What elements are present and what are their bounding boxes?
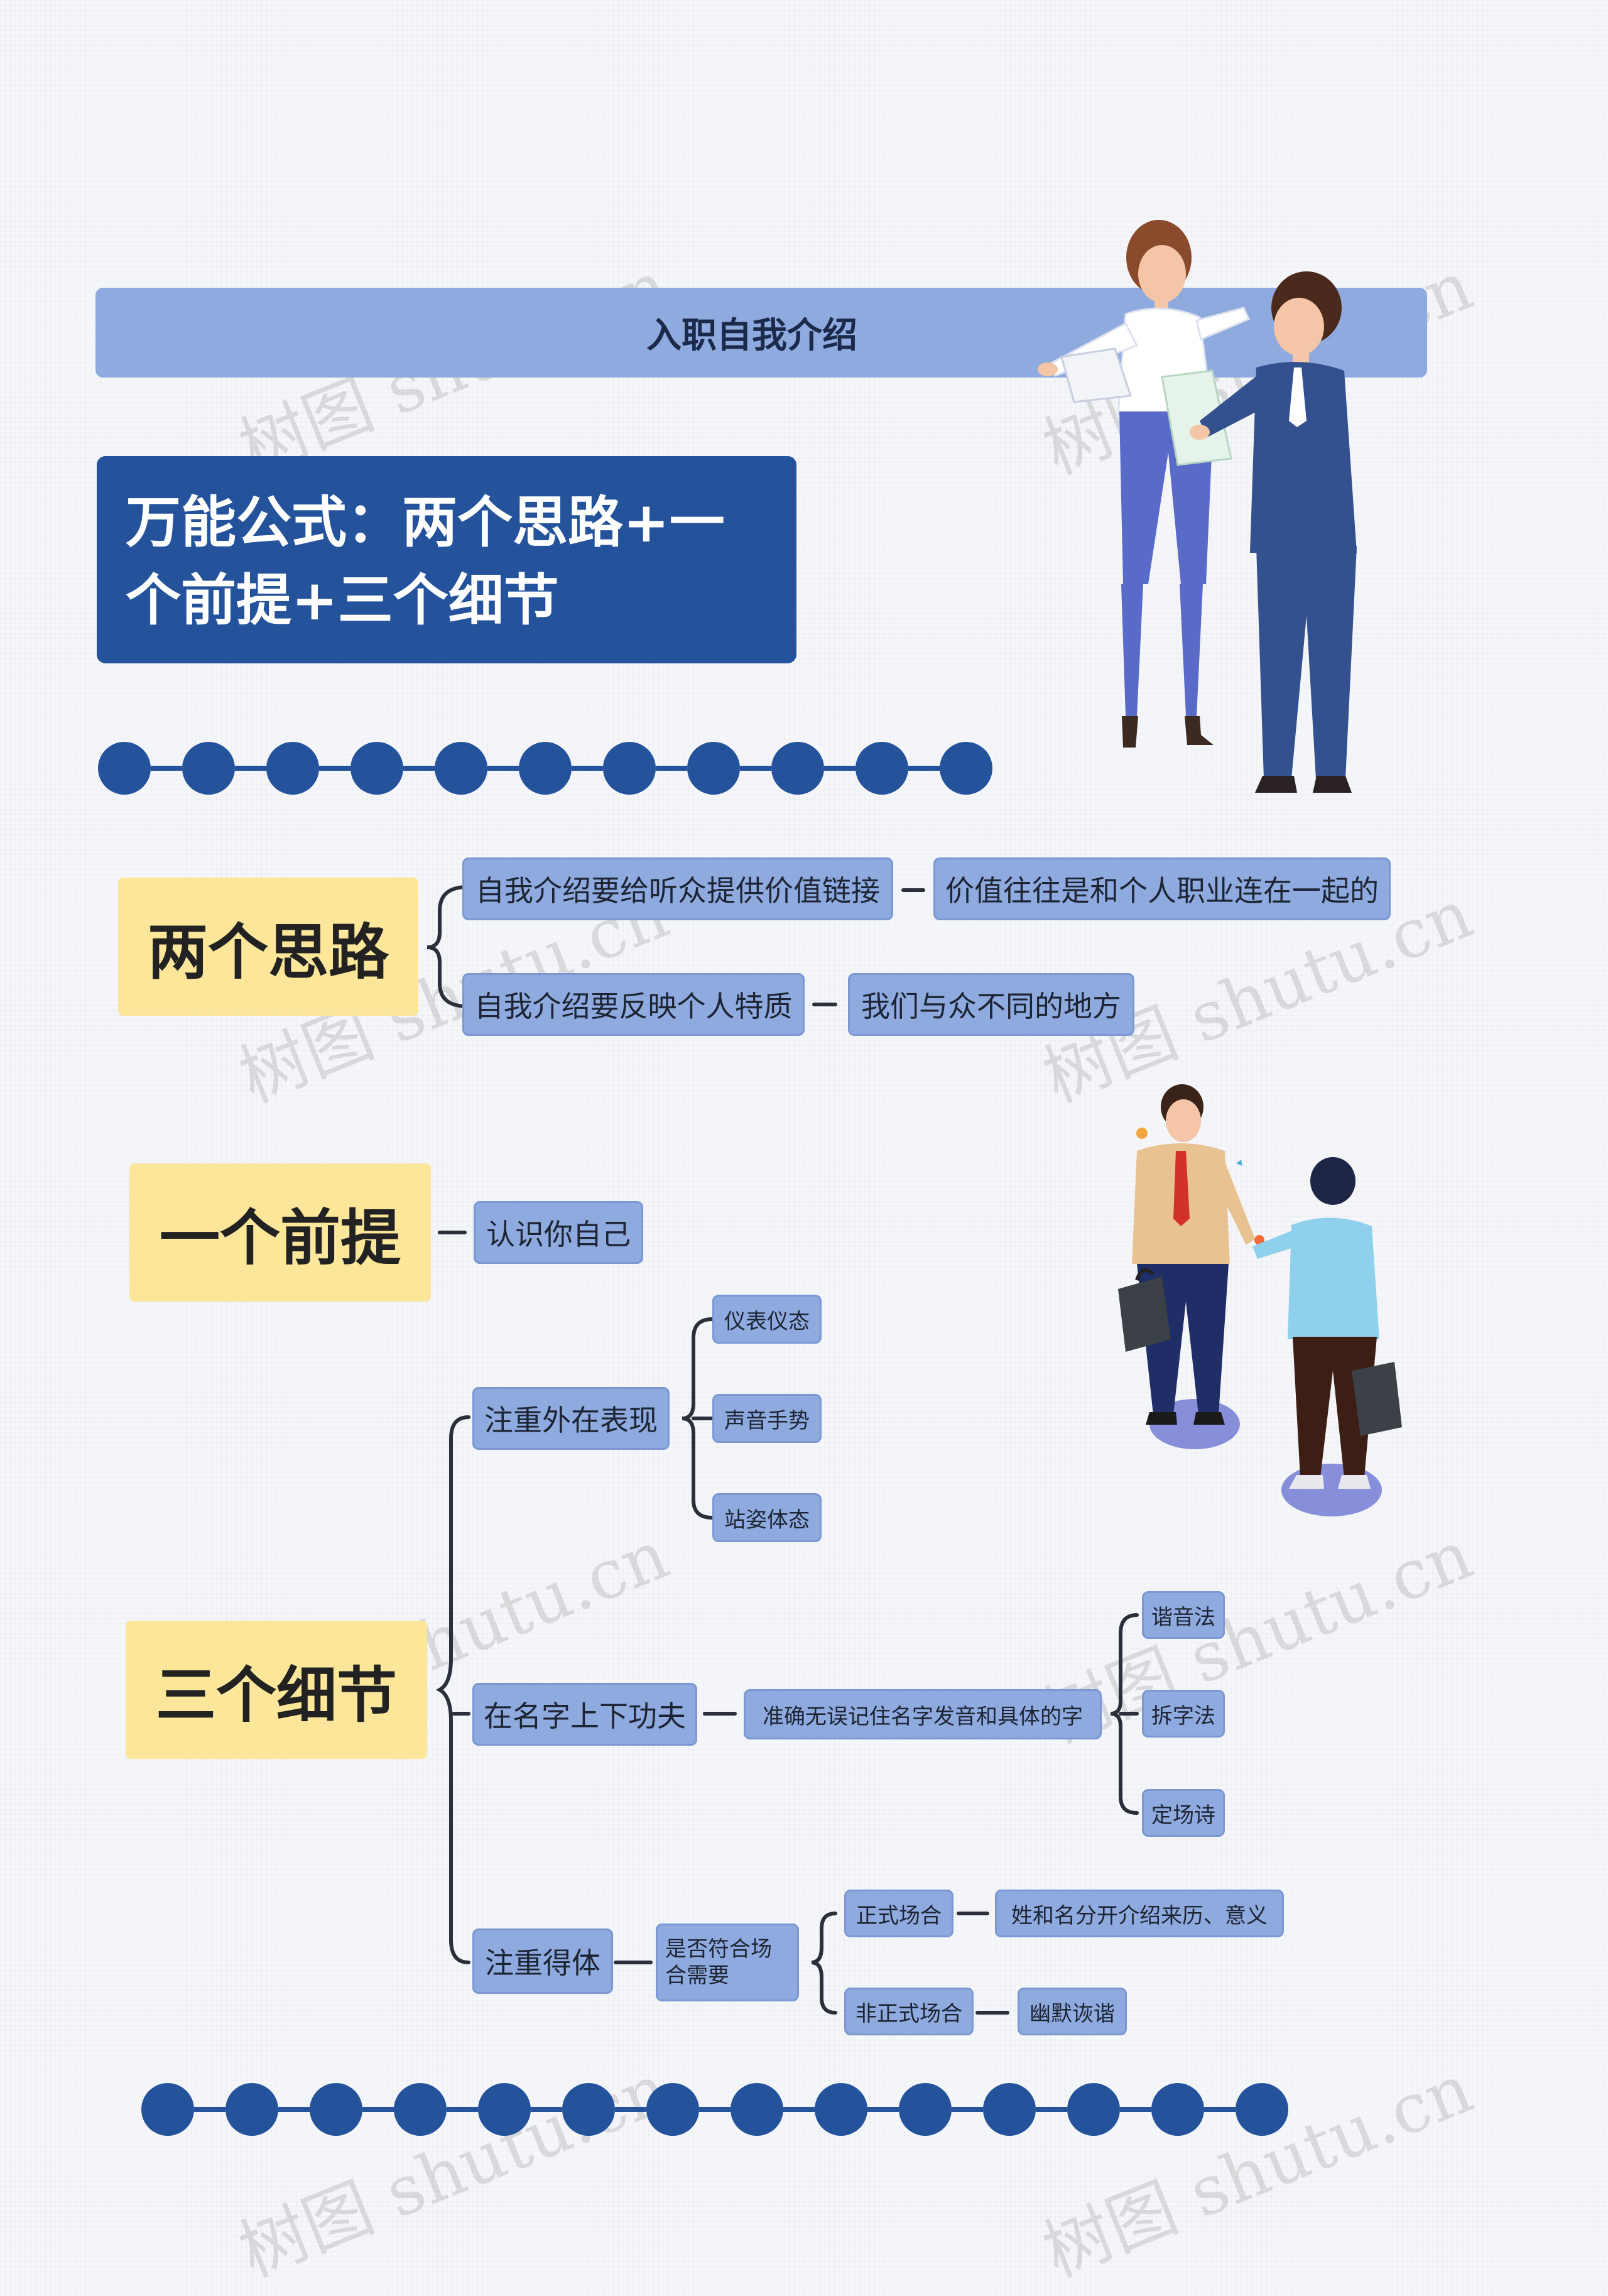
decorum-child-occasion: 是否符合场合需要 [656,1923,799,2001]
dot [394,2083,447,2136]
idea-child-unique: 我们与众不同的地方 [848,973,1134,1036]
section-three-details: 三个细节 [126,1621,427,1759]
dot [1151,2083,1204,2136]
dot [141,2083,194,2136]
dot [435,742,487,795]
dot [940,742,992,795]
watermark: 树图 shutu.cn [1033,2049,1483,2293]
dot-row-top [98,742,992,795]
occasion-informal: 非正式场合 [844,1988,974,2035]
dot [225,2083,278,2136]
idea-child-career: 价值往往是和个人职业连在一起的 [933,857,1391,920]
detail-node-decorum: 注重得体 [472,1929,613,1994]
dot [815,2083,867,2136]
dot [350,742,403,795]
detail-node-name: 在名字上下功夫 [472,1683,697,1746]
name-child-pronunciation: 准确无误记住名字发音和具体的字 [744,1689,1102,1739]
dot [856,742,908,795]
section-two-ideas: 两个思路 [118,878,418,1016]
businesswoman-illustration [1038,220,1357,793]
dot [478,2083,531,2136]
dot [899,2083,952,2136]
occasion-formal: 正式场合 [844,1890,953,1937]
idea-node-traits: 自我介绍要反映个人特质 [462,973,805,1036]
appearance-child-1: 仪表仪态 [712,1295,822,1344]
dot [771,742,824,795]
dot [646,2083,699,2136]
appearance-child-3: 站姿体态 [712,1493,822,1542]
dot [983,2083,1036,2136]
premise-node-know-yourself: 认识你自己 [474,1201,643,1264]
dot [687,742,740,795]
name-method-1: 谐音法 [1142,1591,1225,1639]
section-one-premise: 一个前提 [129,1163,431,1302]
dot [182,742,235,795]
dot [1236,2083,1288,2136]
dot [603,742,656,795]
occasion-formal-child: 姓和名分开介绍来历、意义 [995,1890,1284,1937]
formula-line-2: 个前提+三个细节 [126,568,559,633]
name-method-3: 定场诗 [1142,1789,1225,1837]
watermark: 树图 shutu.cn [229,2049,679,2293]
appearance-child-2: 声音手势 [712,1394,822,1443]
dot [266,742,319,795]
detail-node-appearance: 注重外在表现 [472,1387,670,1450]
dot-row-bottom [141,2083,1288,2136]
dot [519,742,572,795]
dot [731,2083,783,2136]
dot [310,2083,362,2136]
dot [562,2083,615,2136]
handshake-illustration [1118,1084,1402,1516]
name-method-2: 拆字法 [1142,1690,1225,1738]
occasion-informal-child: 幽默诙谐 [1018,1988,1127,2035]
dot [1067,2083,1120,2136]
formula-line-1: 万能公式：两个思路+一 [126,490,725,555]
dot [98,742,151,795]
idea-node-value-link: 自我介绍要给听众提供价值链接 [462,857,893,920]
formula-box: 万能公式：两个思路+一 个前提+三个细节 [97,456,796,663]
